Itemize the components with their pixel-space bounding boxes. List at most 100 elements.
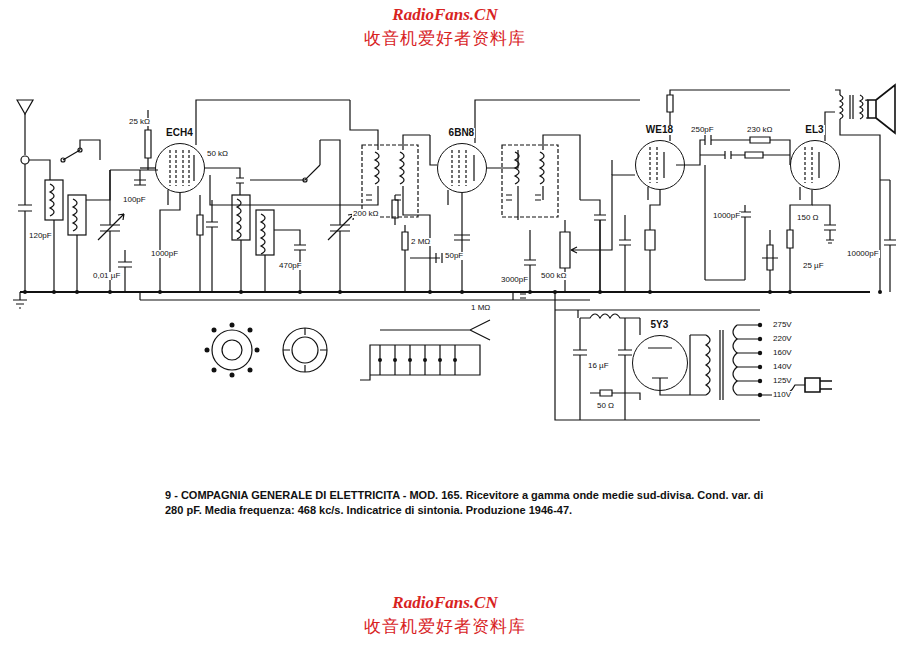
component-value: 140V <box>772 363 793 371</box>
schematic-stroke <box>241 240 265 292</box>
schematic-stroke <box>812 205 836 243</box>
schematic-stroke <box>158 290 162 294</box>
schematic-stroke <box>196 100 350 145</box>
schematic-stroke <box>460 290 464 294</box>
schematic-stroke <box>560 220 585 292</box>
component-value: 0,01 µF <box>92 272 121 280</box>
component-value: 25 kΩ <box>128 118 151 126</box>
schematic-stroke <box>648 290 652 294</box>
schematic-stroke <box>108 290 112 294</box>
component-value: 220V <box>772 335 793 343</box>
schematic-stroke <box>256 210 274 255</box>
schematic-stroke <box>690 335 706 395</box>
component-value: 16 µF <box>587 362 610 370</box>
schematic-stroke <box>590 390 640 400</box>
schematic-stroke <box>585 175 635 250</box>
schematic-stroke <box>758 365 762 369</box>
schematic-stroke <box>50 184 54 216</box>
schematic-stroke <box>787 152 819 292</box>
tube-name: ECH4 <box>165 128 194 138</box>
schematic-stroke <box>580 200 606 292</box>
component-value: 100pF <box>122 196 147 204</box>
schematic-stroke <box>528 290 532 294</box>
schematic-stroke <box>520 294 526 298</box>
schematic-stroke <box>139 292 140 300</box>
schematic-stroke <box>248 328 253 333</box>
schematic-stroke <box>758 337 762 341</box>
caption: 9 - COMPAGNIA GENERALE DI ELETTRICITA - … <box>165 488 775 518</box>
tube-name: EL3 <box>804 125 824 135</box>
component-value: 200 kΩ <box>352 210 380 218</box>
component-value: 150 Ω <box>796 214 820 222</box>
schematic-stroke <box>98 214 124 240</box>
schematic-stroke <box>868 85 895 133</box>
schematic-stroke <box>54 220 77 292</box>
schematic-stroke <box>250 140 320 180</box>
schematic-stroke <box>21 156 29 164</box>
schematic-stroke <box>648 348 690 395</box>
tube-symbol: ECH4 <box>155 143 205 193</box>
schematic-stroke <box>232 195 250 240</box>
component-value: 230 kΩ <box>746 126 774 134</box>
schematic-stroke <box>487 135 580 220</box>
schematic-stroke <box>706 335 710 395</box>
schematic-stroke <box>650 147 657 183</box>
schematic-stroke <box>554 292 555 310</box>
schematic-stroke <box>110 170 158 185</box>
schematic-stroke <box>360 345 480 380</box>
component-value: 275V <box>772 321 793 329</box>
schematic-stroke <box>805 378 832 392</box>
schematic-stroke <box>580 314 640 318</box>
component-value: 2 MΩ <box>410 238 431 246</box>
schematic-stroke <box>248 368 253 373</box>
tube-name: 6BN8 <box>448 128 476 138</box>
component-value: 125V <box>772 377 793 385</box>
schematic-stroke <box>667 90 790 141</box>
schematic-stroke <box>825 112 835 141</box>
component-value: 250pF <box>690 126 715 134</box>
schematic-stroke <box>705 165 745 280</box>
component-value: 1000pF <box>712 212 741 220</box>
component-value: 25 µF <box>802 262 825 270</box>
tube-symbol: EL3 <box>790 140 840 190</box>
schematic-stroke <box>24 114 25 155</box>
component-value: 10000pF <box>846 250 880 258</box>
schematic-stroke <box>553 290 557 294</box>
schematic-stroke <box>320 140 340 175</box>
schematic-stroke <box>428 290 432 294</box>
schematic-stroke <box>577 310 578 318</box>
schematic-stroke <box>140 299 590 300</box>
schematic-stroke <box>758 351 762 355</box>
component-value: 500 kΩ <box>540 272 568 280</box>
schematic-stroke <box>380 320 490 340</box>
schematic-stroke <box>430 135 437 165</box>
schematic-stroke <box>410 253 442 263</box>
schematic-stroke <box>448 155 474 292</box>
schematic-stroke <box>86 170 110 200</box>
schematic-stroke <box>160 155 194 292</box>
schematic-stroke <box>375 152 379 184</box>
schematic-stroke <box>52 290 56 294</box>
schematic-stroke <box>555 310 760 420</box>
schematic-stroke <box>283 328 327 372</box>
schematic-stroke <box>212 368 217 373</box>
schematic-stroke <box>878 290 882 294</box>
schematic-stroke <box>639 318 640 335</box>
schematic-stroke <box>762 230 778 292</box>
schematic-stroke <box>303 178 307 182</box>
watermark: 收音机爱好者资料库 <box>363 618 527 635</box>
component-value: 470pF <box>278 262 303 270</box>
schematic-stroke <box>274 230 306 292</box>
schematic-stroke <box>402 225 408 292</box>
schematic-stroke <box>438 358 442 362</box>
schematic-stroke <box>23 290 882 397</box>
schematic-stroke <box>61 158 65 162</box>
schematic-stroke <box>118 250 132 292</box>
schematic-stroke <box>212 328 217 333</box>
schematic-stroke <box>758 393 762 397</box>
schematic-stroke <box>222 340 242 360</box>
schematic-stroke <box>600 160 612 292</box>
schematic-stroke <box>378 358 382 362</box>
schematic-stroke <box>20 291 870 293</box>
schematic-stroke <box>573 318 587 420</box>
